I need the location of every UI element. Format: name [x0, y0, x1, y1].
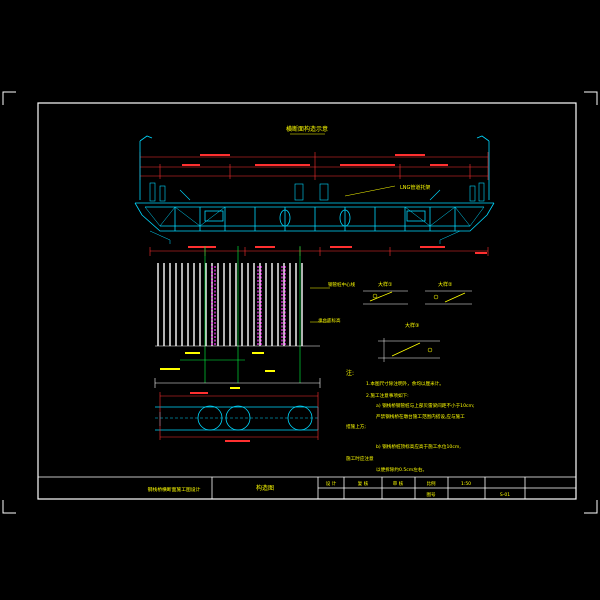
drawing-frame-outer — [37, 102, 577, 500]
viewport-corner-marks — [2, 91, 598, 514]
pile-plan-view — [155, 405, 319, 431]
top-dimension-lines — [139, 152, 489, 180]
title-block-cell: S-01 — [500, 492, 510, 498]
notes-line: 2.施工注意事项如下: — [366, 392, 409, 399]
title-block-cell: 1:50 — [461, 481, 471, 487]
light-pole-left — [139, 135, 153, 200]
lower-dimension-lines — [149, 247, 489, 256]
notes-line: 以便拆除约0.5cm左右。 — [376, 466, 427, 473]
detail-label-c: 大样③ — [405, 322, 419, 329]
deck-structure — [134, 202, 495, 232]
side-label-lower: 承台底标高 — [318, 317, 341, 324]
notes-block: 注: 1.本图尺寸除注明外，余均以厘米计。 2.施工注意事项如下: a) 钢栈桥… — [346, 369, 475, 473]
notes-line: 施工时应注意 — [346, 455, 374, 462]
detail-label-b: 大样② — [438, 281, 453, 288]
notes-line: 1.本图尺寸除注明外，余均以厘米计。 — [366, 380, 444, 387]
section-title: 横断面构造示意 — [286, 125, 328, 133]
detail-view-c: 大样③ — [378, 322, 440, 362]
notes-line: 严禁钢栈桥在墩台施工范围内搭设,应与施工 — [376, 413, 465, 420]
top-dimension-ticks — [182, 154, 448, 166]
side-label-upper: 钢管桩中心线 — [328, 281, 355, 288]
title-block-cell: 复 核 — [358, 480, 369, 487]
detail-view-b: 大样② — [425, 281, 472, 305]
light-pole-right — [476, 135, 490, 200]
title-block-cell: 图号 — [427, 492, 436, 498]
title-block-drawing-name: 构造图 — [256, 484, 274, 492]
notes-line: 措施上方; — [346, 423, 366, 430]
pile-base-dimensions — [154, 345, 321, 388]
callout-label: LNG管道托架 — [400, 184, 430, 191]
steel-pipe-piles — [157, 263, 303, 346]
callout-leader — [344, 185, 396, 197]
title-block — [38, 476, 576, 499]
deck-bracing — [144, 206, 485, 244]
detail-label-a: 大样① — [378, 281, 393, 288]
pile-plan-ticks — [190, 392, 250, 442]
notes-line: b) 钢栈桥桩顶标高应高于施工水位10cm, — [376, 443, 461, 450]
title-block-cell: 审 核 — [393, 480, 404, 487]
pile-base-ticks — [160, 352, 275, 389]
pile-guide-lines — [180, 246, 301, 383]
drawing-frame-inner — [37, 102, 577, 500]
notes-heading: 注: — [346, 369, 354, 377]
lower-dimension-ticks — [188, 246, 487, 254]
title-block-cell: 设 计 — [326, 480, 337, 487]
pile-plan-dimensions — [159, 392, 319, 440]
title-block-cell: 比例 — [427, 480, 436, 487]
deck-posts — [149, 182, 485, 202]
title-block-project: 钢栈桥横断面施工图设计 — [148, 486, 201, 493]
detail-view-a: 大样① — [363, 281, 408, 305]
notes-line: a) 钢栈桥钢管桩与上部贝雷梁间距不小于10cm; — [376, 402, 475, 409]
